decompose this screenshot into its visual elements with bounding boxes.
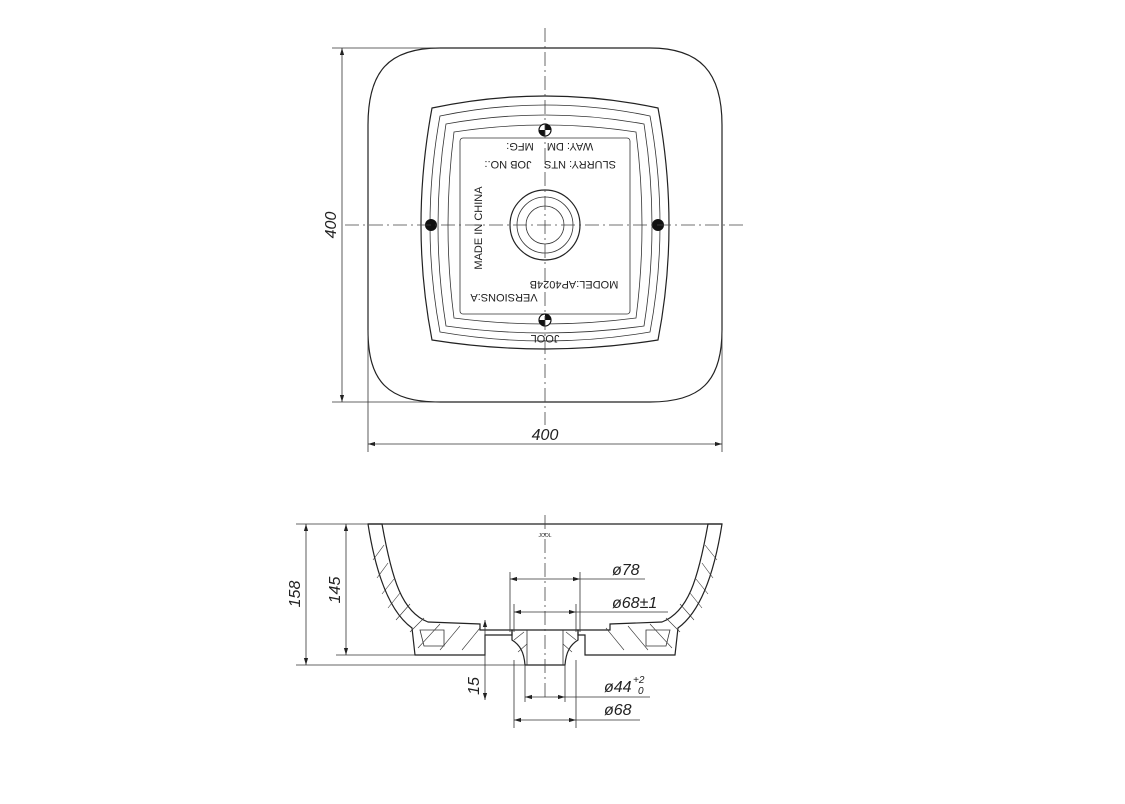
top-view: WAY: DM MFG: SLURRY: NTS JOB NO.: MADE I… bbox=[323, 28, 745, 452]
section-hatch-right bbox=[605, 544, 718, 651]
dim-outlet-inner-label: ø68±1 bbox=[612, 595, 657, 612]
dim-inner-height-label: 145 bbox=[327, 577, 344, 604]
basin-inner-step-4 bbox=[447, 124, 643, 325]
dim-width-label: 400 bbox=[532, 427, 559, 444]
stamp-job-no: JOB NO.: bbox=[484, 158, 531, 170]
stamp-way: WAY: DM bbox=[547, 140, 593, 152]
dim-base-height-label: 15 bbox=[466, 677, 483, 695]
section-foot-recess-left bbox=[419, 629, 445, 647]
dim-drain-tol-lower: 0 bbox=[638, 686, 644, 697]
basin-inner-step-1 bbox=[420, 95, 670, 350]
dim-outlet-outer-label: ø78 bbox=[612, 562, 640, 579]
dim-total-height-label: 158 bbox=[287, 581, 304, 608]
stamp-mfg: MFG: bbox=[506, 140, 534, 152]
section-hatch-drain bbox=[513, 631, 577, 653]
section-rim-mark: JOOL bbox=[538, 533, 551, 539]
stamp-made-in: MADE IN CHINA bbox=[473, 186, 485, 270]
dim-drain-label: ø44 bbox=[604, 679, 632, 696]
section-wall-left bbox=[367, 523, 513, 656]
stamp-model: MODEL:AP4024B bbox=[530, 278, 619, 290]
basin-outer-outline bbox=[367, 47, 723, 403]
stamp-slurry: SLURRY: NTS bbox=[544, 158, 616, 170]
basin-inner-step-2 bbox=[429, 104, 661, 342]
dim-drain-outer-label: ø68 bbox=[604, 702, 632, 719]
dim-drain-tol-upper: +2 bbox=[633, 675, 645, 686]
stamp-code: JOOL bbox=[531, 332, 560, 344]
section-foot-recess-right bbox=[645, 629, 671, 647]
dim-height-label: 400 bbox=[323, 212, 340, 239]
basin-inner-step-3 bbox=[437, 114, 653, 334]
section-view: JOOL bbox=[287, 515, 723, 728]
section-wall-right bbox=[577, 523, 723, 656]
stamp-version: VERSIONS:A bbox=[470, 291, 538, 303]
